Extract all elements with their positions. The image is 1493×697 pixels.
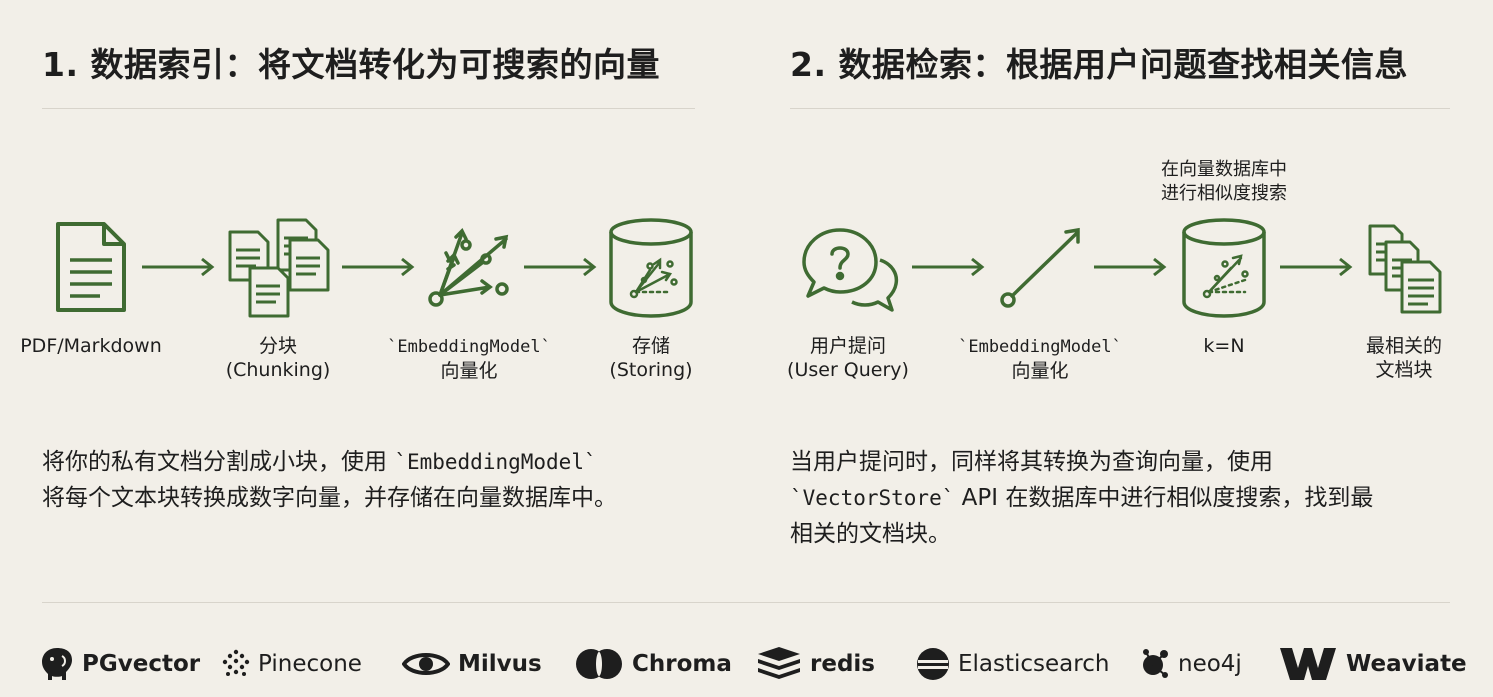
relevant-docs-icon bbox=[1366, 222, 1444, 314]
step-label-k: k=N bbox=[1203, 335, 1245, 357]
chunks-icon bbox=[226, 216, 330, 318]
logo-milvus: Milvus bbox=[402, 640, 542, 688]
section2-title: 2. 数据检索：根据用户问题查找相关信息 bbox=[790, 45, 1408, 84]
logo-neo4j: neo4j bbox=[1140, 640, 1242, 688]
footer-divider bbox=[42, 602, 1450, 603]
query-vector-icon bbox=[998, 227, 1082, 310]
logo-pinecone: Pinecone bbox=[222, 640, 362, 688]
logo-redis: redis bbox=[756, 640, 875, 688]
step-label-embedding: `EmbeddingModel`向量化 bbox=[387, 337, 551, 382]
database-icon bbox=[608, 218, 694, 318]
section1-description: 将你的私有文档分割成小块，使用 `EmbeddingModel` 将每个文本块转… bbox=[42, 449, 617, 511]
weaviate-icon bbox=[1280, 648, 1336, 680]
step-label-chunking: 分块(Chunking) bbox=[225, 335, 331, 381]
pinecone-icon bbox=[222, 649, 250, 676]
similarity-search-note: 在向量数据库中进行相似度搜索 bbox=[1161, 159, 1287, 204]
logo-weaviate: Weaviate bbox=[1278, 640, 1467, 688]
step-label-user-query: 用户提问(User Query) bbox=[787, 335, 909, 381]
step-label-storing: 存储(Storing) bbox=[609, 335, 693, 381]
step-label-results: 最相关的文档块 bbox=[1365, 335, 1443, 381]
neo4j-icon bbox=[1143, 649, 1168, 678]
arrow-3 bbox=[522, 257, 598, 281]
logo-pgvector: PGvector bbox=[40, 640, 200, 688]
arrow-5 bbox=[1092, 257, 1168, 281]
question-bubble-icon bbox=[800, 226, 900, 312]
section1-divider bbox=[42, 108, 695, 109]
redis-icon bbox=[758, 647, 800, 679]
step-label-pdf: PDF/Markdown bbox=[20, 335, 162, 357]
vectors-icon bbox=[426, 225, 512, 309]
elephant-icon bbox=[42, 648, 72, 680]
elasticsearch-icon bbox=[917, 648, 949, 680]
document-icon bbox=[54, 220, 128, 314]
search-database-icon bbox=[1181, 218, 1267, 318]
arrow-4 bbox=[910, 257, 986, 281]
logo-chroma: Chroma bbox=[574, 640, 732, 688]
section1-title: 1. 数据索引：将文档转化为可搜索的向量 bbox=[42, 45, 660, 84]
chroma-icon bbox=[576, 649, 622, 679]
section2-divider bbox=[790, 108, 1450, 109]
eye-icon bbox=[402, 653, 450, 675]
arrow-2 bbox=[340, 257, 416, 281]
section2-description: 当用户提问时，同样将其转换为查询向量，使用 `VectorStore` API … bbox=[790, 449, 1374, 547]
arrow-6 bbox=[1278, 257, 1354, 281]
logo-elasticsearch: Elasticsearch bbox=[916, 640, 1109, 688]
arrow-1 bbox=[140, 257, 216, 281]
step-label-embedding-2: `EmbeddingModel`向量化 bbox=[958, 337, 1122, 382]
